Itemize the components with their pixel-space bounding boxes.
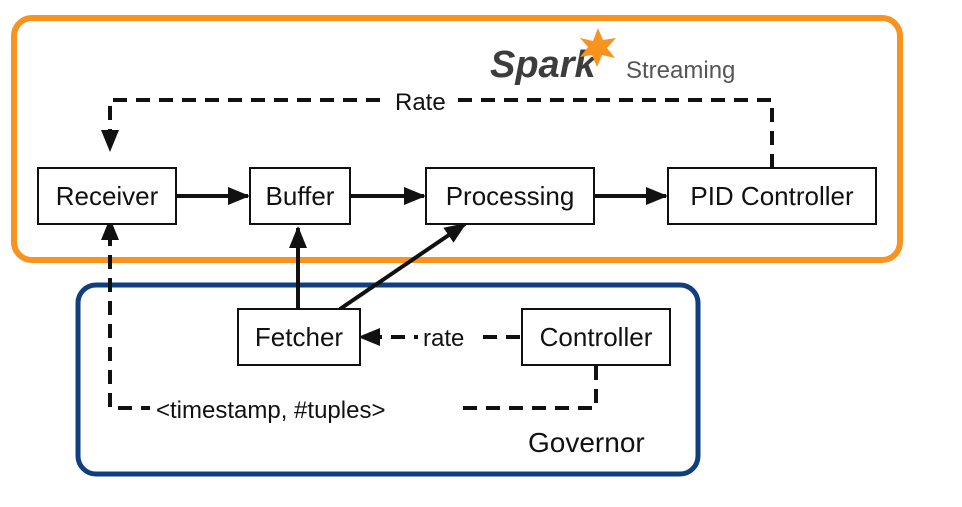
rate-label-bg [382, 86, 458, 116]
node-fetcher: Fetcher [237, 308, 361, 366]
spark-logo: Spark Streaming [490, 28, 735, 86]
node-controller: Controller [521, 308, 671, 366]
spark-streaming-group [11, 15, 903, 263]
node-receiver: Receiver [37, 167, 177, 225]
node-buffer-label: Buffer [266, 181, 335, 211]
node-processing-label: Processing [446, 181, 575, 211]
rate-feedback-label: Rate [395, 89, 446, 116]
timestamp-feedback-label: <timestamp, #tuples> [156, 397, 385, 424]
node-controller-label: Controller [540, 322, 653, 352]
node-pid-controller-label: PID Controller [690, 181, 854, 211]
node-processing: Processing [425, 167, 595, 225]
rate-governor-label-bg [418, 323, 482, 353]
node-pid-controller: PID Controller [667, 167, 877, 225]
node-fetcher-label: Fetcher [255, 322, 343, 352]
node-buffer: Buffer [249, 167, 351, 225]
spark-logo-text: Spark [490, 44, 597, 86]
spark-star-icon [580, 28, 616, 67]
timestamp-label-bg [150, 394, 462, 424]
spark-logo-subtitle: Streaming [626, 57, 735, 84]
node-receiver-label: Receiver [56, 181, 159, 211]
fetcher-to-processing-arrow [338, 222, 467, 311]
governor-label: Governor [528, 427, 645, 458]
rate-governor-label: rate [423, 325, 464, 352]
governor-group [75, 282, 701, 477]
